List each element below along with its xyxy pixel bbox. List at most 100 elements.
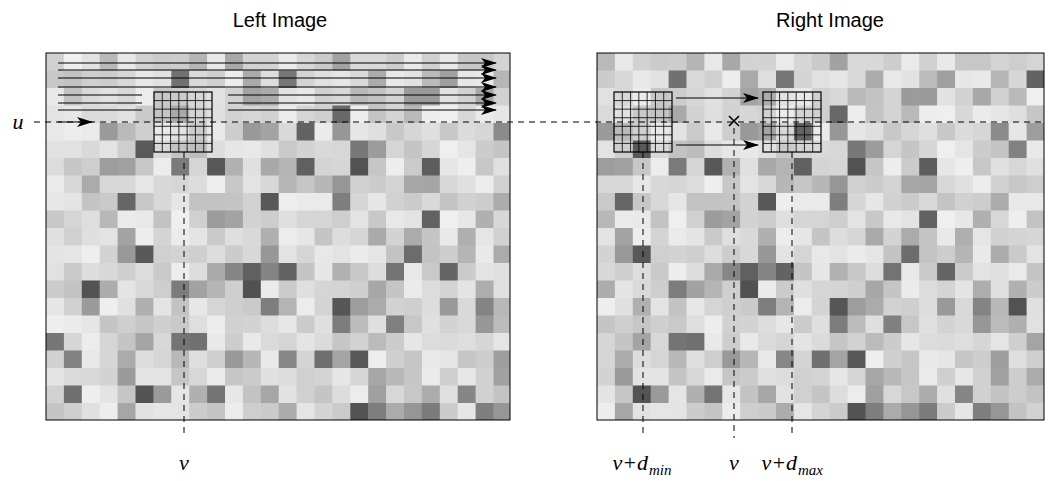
- pixel: [1009, 158, 1027, 176]
- pixel: [919, 386, 938, 404]
- pixel: [368, 333, 387, 351]
- pixel: [46, 333, 65, 351]
- pixel: [279, 71, 298, 89]
- pixel: [687, 403, 706, 420]
- pixel: [82, 333, 101, 351]
- pixel: [740, 158, 759, 176]
- pixel: [1027, 193, 1044, 211]
- pixel: [350, 333, 369, 351]
- pixel: [973, 228, 992, 246]
- pixel: [261, 176, 280, 194]
- pixel: [386, 211, 405, 229]
- pixel: [82, 281, 101, 299]
- pixel: [830, 246, 849, 264]
- pixel: [64, 246, 83, 264]
- pixel: [100, 141, 119, 159]
- pixel: [866, 123, 885, 141]
- pixel: [136, 176, 155, 194]
- pixel: [189, 158, 208, 176]
- pixel: [937, 403, 956, 420]
- pixel: [153, 228, 172, 246]
- pixel: [1009, 298, 1027, 316]
- pixel: [350, 263, 369, 281]
- pixel: [404, 263, 423, 281]
- pixel: [991, 176, 1010, 194]
- pixel: [973, 71, 992, 89]
- pixel: [1009, 106, 1027, 124]
- pixel: [633, 71, 652, 89]
- pixel: [100, 368, 119, 386]
- pixel: [386, 386, 405, 404]
- pixel: [633, 123, 652, 141]
- pixel: [722, 368, 741, 386]
- pixel: [794, 211, 813, 229]
- pixel: [794, 193, 813, 211]
- pixel: [812, 53, 831, 71]
- pixel: [901, 368, 920, 386]
- pixel: [207, 158, 226, 176]
- pixel: [225, 263, 244, 281]
- pixel: [153, 386, 172, 404]
- pixel: [866, 298, 885, 316]
- pixel: [440, 351, 459, 369]
- pixel: [955, 228, 974, 246]
- pixel: [812, 71, 831, 89]
- pixel: [704, 386, 723, 404]
- pixel: [315, 141, 334, 159]
- column-label: v+d: [612, 452, 648, 474]
- pixel: [633, 298, 652, 316]
- pixel: [100, 228, 119, 246]
- pixel: [687, 88, 706, 106]
- scan-arrow: [58, 78, 496, 79]
- pixel: [866, 158, 885, 176]
- pixel: [704, 316, 723, 334]
- pixel: [722, 71, 741, 89]
- pixel: [82, 368, 101, 386]
- pixel: [866, 53, 885, 71]
- pixel: [297, 246, 316, 264]
- pixel: [955, 176, 974, 194]
- pixel: [422, 228, 441, 246]
- pixel: [848, 263, 867, 281]
- pixel: [901, 141, 920, 159]
- pixel: [704, 211, 723, 229]
- pixel: [901, 176, 920, 194]
- pixel: [919, 88, 938, 106]
- pixel: [404, 176, 423, 194]
- pixel: [386, 106, 405, 124]
- pixel: [973, 53, 992, 71]
- pixel: [207, 106, 226, 124]
- pixel: [494, 106, 511, 124]
- pixel: [776, 71, 795, 89]
- pixel: [955, 403, 974, 420]
- pixel: [901, 316, 920, 334]
- pixel: [955, 368, 974, 386]
- pixel: [422, 281, 441, 299]
- pixel: [597, 403, 616, 420]
- pixel: [830, 281, 849, 299]
- pixel: [615, 386, 634, 404]
- pixel: [82, 193, 101, 211]
- pixel: [136, 53, 155, 71]
- pixel: [955, 158, 974, 176]
- pixel: [279, 176, 298, 194]
- pixel: [171, 403, 190, 420]
- pixel: [973, 176, 992, 194]
- pixel: [812, 368, 831, 386]
- pixel: [901, 386, 920, 404]
- pixel: [207, 211, 226, 229]
- pixel: [64, 316, 83, 334]
- pixel: [633, 333, 652, 351]
- pixel: [46, 281, 65, 299]
- pixel: [279, 246, 298, 264]
- pixel: [350, 228, 369, 246]
- pixel: [368, 193, 387, 211]
- pixel: [883, 298, 902, 316]
- pixel: [722, 298, 741, 316]
- pixel: [758, 106, 777, 124]
- pixel: [919, 298, 938, 316]
- pixel: [458, 386, 477, 404]
- pixel: [386, 263, 405, 281]
- pixel: [704, 123, 723, 141]
- pixel: [633, 263, 652, 281]
